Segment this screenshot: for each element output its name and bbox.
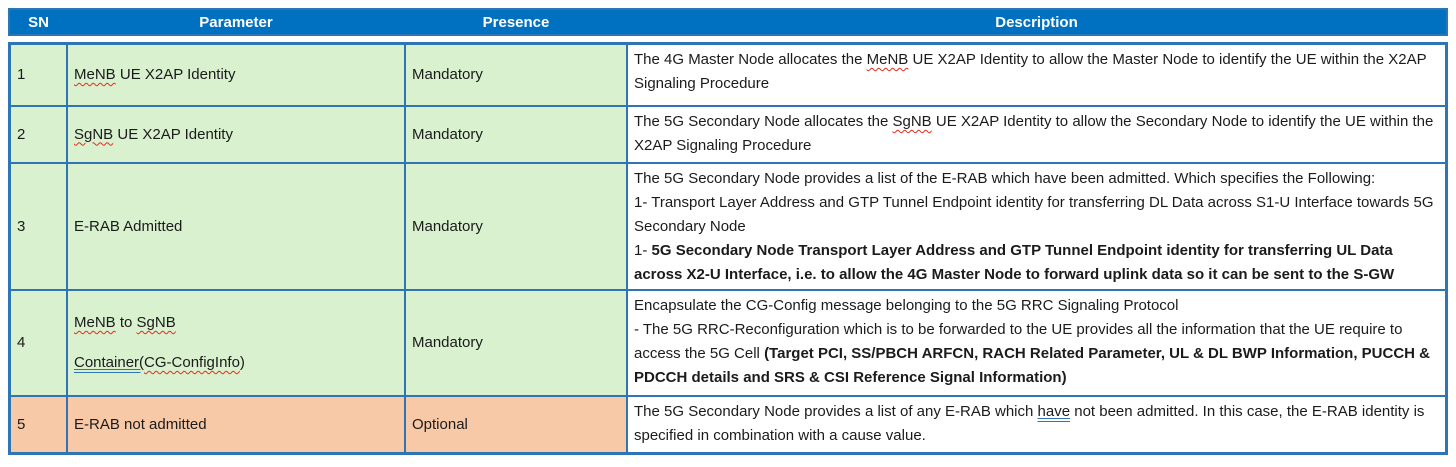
column-header-presence: Presence — [482, 13, 550, 31]
sn-cell: 3 — [10, 163, 67, 290]
presence-cell: Mandatory — [405, 106, 627, 163]
presence-cell: Optional — [405, 396, 627, 453]
parameter-cell: SgNB UE X2AP Identity — [67, 106, 405, 163]
description-cell: The 5G Secondary Node provides a list of… — [627, 396, 1446, 453]
description-cell: The 4G Master Node allocates the MeNB UE… — [627, 44, 1446, 106]
description-cell: The 5G Secondary Node provides a list of… — [627, 163, 1446, 290]
presence-cell: Mandatory — [405, 290, 627, 396]
presence-cell: Mandatory — [405, 163, 627, 290]
sn-cell: 5 — [10, 396, 67, 453]
description-cell: The 5G Secondary Node allocates the SgNB… — [627, 106, 1446, 163]
sn-cell: 2 — [10, 106, 67, 163]
parameter-cell: MeNB UE X2AP Identity — [67, 44, 405, 106]
column-header-parameter: Parameter — [199, 13, 273, 31]
presence-cell: Mandatory — [405, 44, 627, 106]
sn-cell: 1 — [10, 44, 67, 106]
table-header-row: SN Parameter Presence Description — [8, 8, 1448, 36]
column-header-description: Description — [995, 13, 1078, 31]
column-header-sn: SN — [28, 13, 49, 31]
parameter-cell: E-RAB not admitted — [67, 396, 405, 453]
description-cell: Encapsulate the CG-Config message belong… — [627, 290, 1446, 396]
parameter-cell: E-RAB Admitted — [67, 163, 405, 290]
sn-cell: 4 — [10, 290, 67, 396]
